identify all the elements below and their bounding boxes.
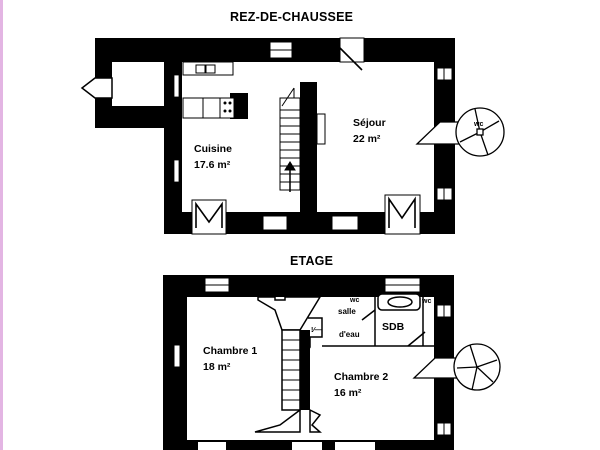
wc-label-2: wc (421, 298, 431, 305)
shower-icon: !⁄— (311, 327, 322, 334)
room-area-chambre-2: 16 m² (334, 387, 362, 399)
room-area-cuisine: 17.6 m² (194, 159, 231, 171)
room-name-chambre-2: Chambre 2 (334, 371, 388, 383)
kitchen-fittings (182, 61, 235, 119)
upper-floor-spiral-stair (412, 343, 501, 391)
upper-floor-title: ETAGE (290, 254, 333, 268)
room-name-salle-deau: salle (338, 307, 356, 316)
upper-floor-openings (173, 277, 452, 450)
upper-floor-partitions (254, 293, 434, 433)
wc-label: wc (473, 121, 483, 128)
ground-floor-title: REZ-DE-CHAUSSEE (230, 10, 353, 24)
room-area-sejour: 22 m² (353, 133, 381, 145)
ground-floor-staircase (279, 87, 301, 192)
room-area-chambre-1: 18 m² (203, 361, 231, 373)
room-name-sdb: SDB (382, 321, 405, 333)
fireplace (316, 113, 326, 145)
wc-label-1: wc (349, 297, 359, 304)
room-name-cuisine: Cuisine (194, 143, 232, 155)
ground-floor-openings (80, 37, 453, 235)
ground-floor-spiral-stair (415, 107, 505, 157)
room-name-chambre-1: Chambre 1 (203, 345, 257, 357)
room-name-salle-deau-2: d'eau (339, 330, 360, 339)
room-name-sejour: Séjour (353, 117, 386, 129)
page-edge (0, 0, 3, 450)
